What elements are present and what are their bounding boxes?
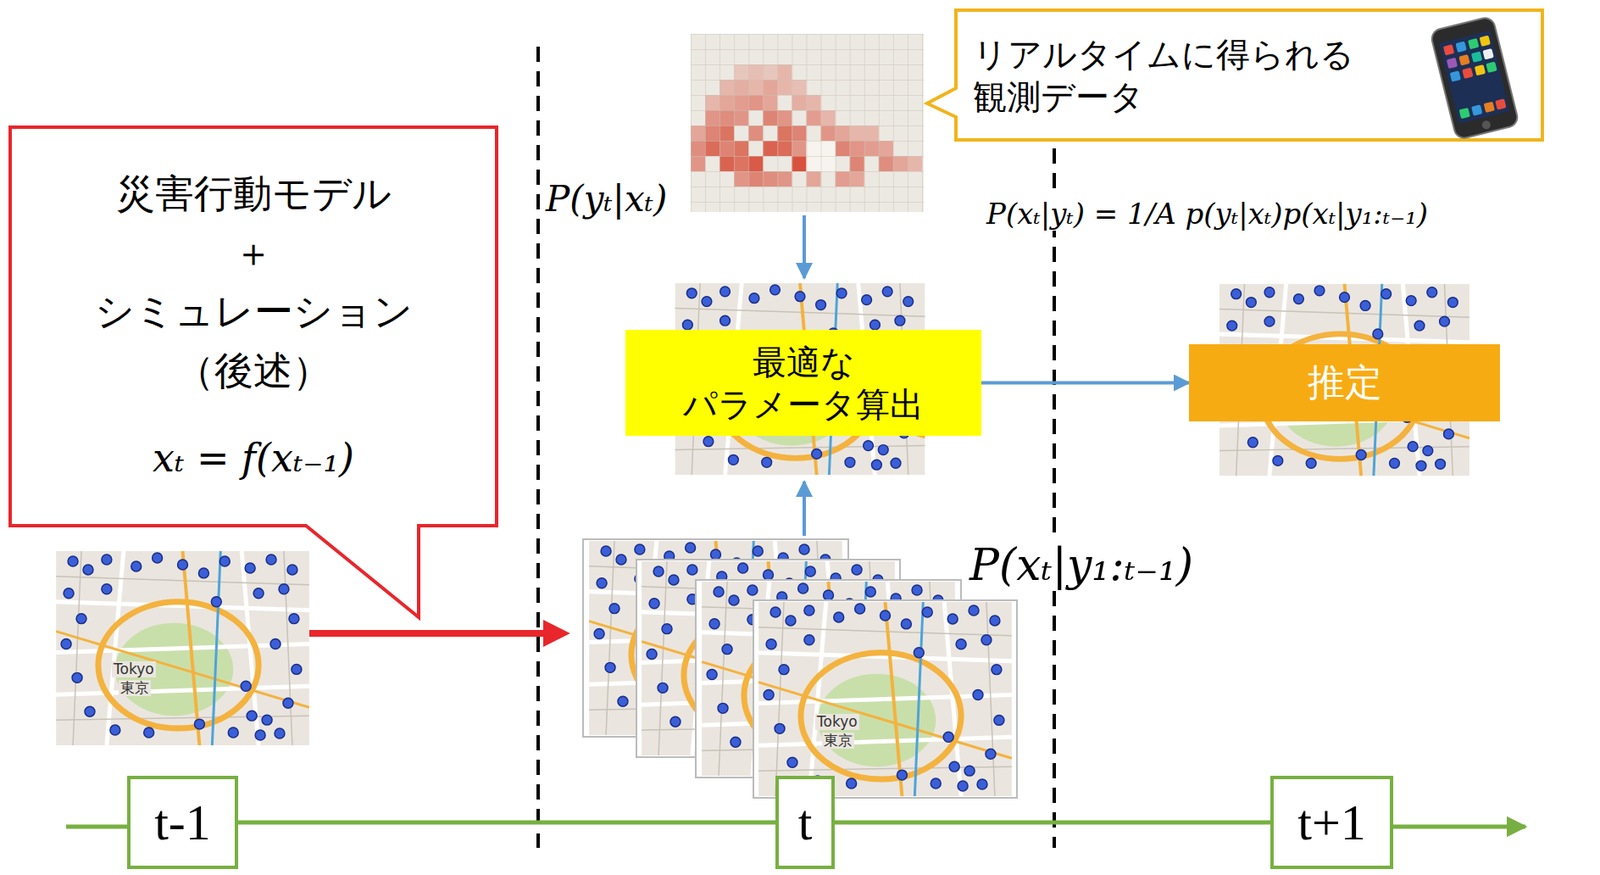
map-label: 東京 <box>822 732 855 749</box>
formula-label: P(xₜ|yₜ) = 1/A p(yₜ|xₜ)p(xₜ|y₁:ₜ₋₁) <box>983 196 1432 231</box>
node-text: （後述） <box>175 346 332 396</box>
process-box: 最適な パラメータ算出 <box>625 329 982 436</box>
node-text: t+1 <box>1297 794 1367 850</box>
probability-label: P(yₜ|xₜ) <box>542 177 671 220</box>
timeline-axis <box>1389 824 1526 829</box>
node-text: リアルタイムに得られる 観測データ <box>972 33 1406 118</box>
timeline-segment <box>238 820 776 825</box>
heatmap <box>690 33 924 212</box>
node-text: 災害行動モデル <box>116 169 392 219</box>
callout-outline <box>10 127 497 617</box>
transition-arrow <box>309 629 560 637</box>
time-box: t+1 <box>1270 775 1394 869</box>
timeline-axis <box>66 824 129 829</box>
flow-arrow <box>802 215 806 278</box>
node-text: 推定 <box>1307 360 1383 406</box>
callout-note: リアルタイムに得られる 観測データ <box>966 15 1412 136</box>
node-text: ＋ <box>233 228 273 278</box>
flow-arrow <box>802 481 806 536</box>
map-label: 東京 <box>118 679 151 696</box>
time-divider <box>1052 148 1056 848</box>
result-box: 推定 <box>1188 344 1500 422</box>
map-label: Tokyo <box>111 661 156 678</box>
node-text: シミュレーション <box>94 287 413 337</box>
node-text: xₜ = f(xₜ₋₁) <box>152 433 355 484</box>
flow-arrow <box>981 381 1189 385</box>
probability-label: P(xₜ|y₁:ₜ₋₁) <box>966 538 1197 590</box>
node-text: t <box>798 794 813 850</box>
map-image <box>55 550 310 745</box>
map-stack <box>583 538 1017 798</box>
map-label: Tokyo <box>815 713 860 730</box>
timeline-segment <box>834 820 1271 825</box>
time-divider <box>536 46 540 848</box>
node-text: 最適な パラメータ算出 <box>637 340 970 426</box>
callout-outline <box>927 10 1543 140</box>
phone-icon <box>1429 16 1520 140</box>
time-box: t <box>775 775 835 869</box>
callout-box: 災害行動モデル ＋ シミュレーション （後述） xₜ = f(xₜ₋₁) <box>10 127 497 526</box>
time-box: t-1 <box>127 775 239 869</box>
node-text: t-1 <box>154 794 212 850</box>
